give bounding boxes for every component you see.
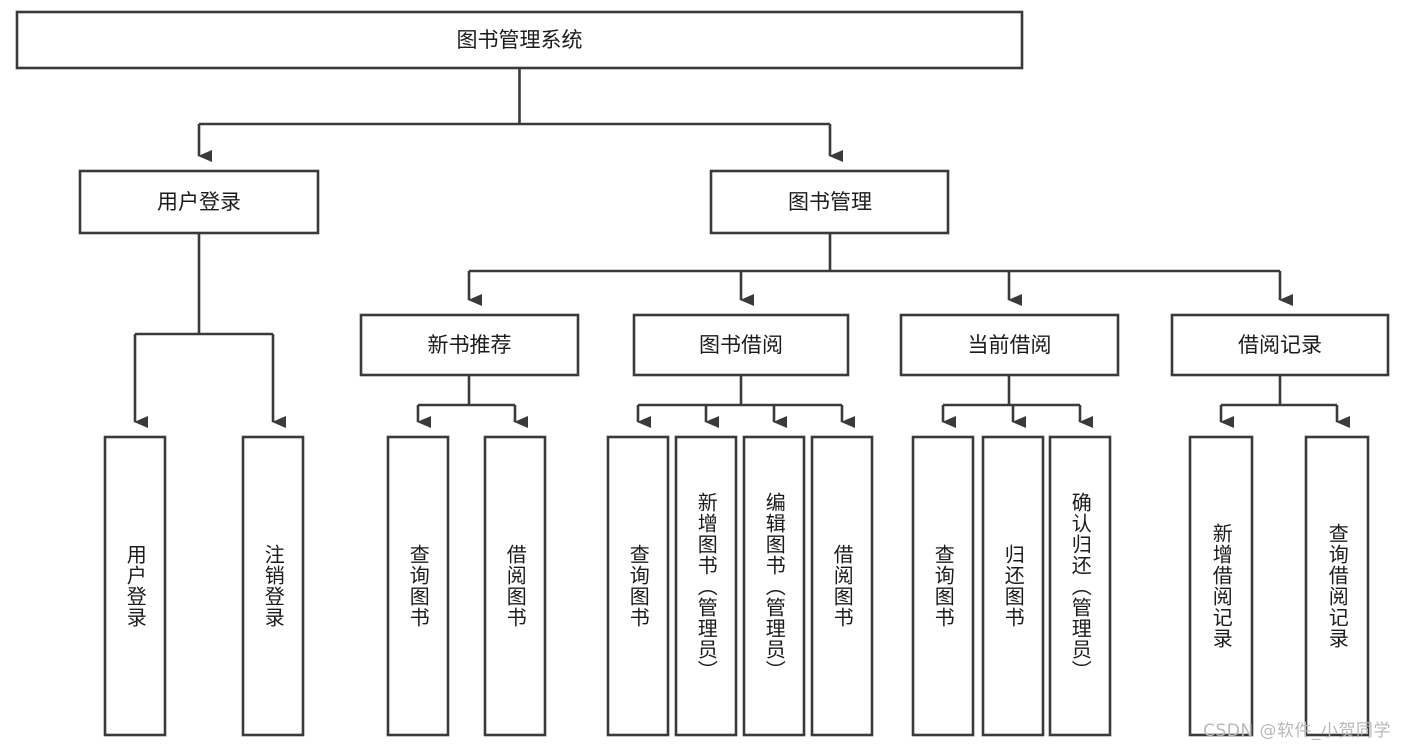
leaf-label-container: 借阅图书 (830, 544, 855, 628)
leaf-box[interactable] (386, 435, 450, 737)
leaf-label: 查询图书 (626, 544, 651, 628)
leaf-label: 确认归还（管理员） (1068, 491, 1093, 681)
leaf-box[interactable] (1188, 435, 1254, 737)
leaf-node-layer: 用户登录 注销登录 查询图书 借阅图书 查询图书 新增图书（管理员） 编辑图书（管理员） 借阅… (103, 435, 1370, 737)
leaf-node[interactable]: 新增图书（管理员） (674, 435, 738, 737)
leaf-label: 用户登录 (123, 544, 148, 628)
leaf-node[interactable]: 查询借阅记录 (1304, 435, 1370, 737)
leaf-label: 编辑图书（管理员） (762, 491, 787, 681)
leaf-label: 查询图书 (931, 544, 956, 628)
leaf-box[interactable] (241, 435, 305, 737)
leaf-label: 新增图书（管理员） (694, 491, 719, 681)
borrow-record-box[interactable] (1170, 313, 1390, 377)
leaf-box[interactable] (742, 435, 806, 737)
leaf-box[interactable] (911, 435, 975, 737)
node-user-login[interactable]: 用户登录 (78, 169, 320, 235)
leaf-node[interactable]: 查询图书 (911, 435, 975, 737)
leaf-label: 新增借阅记录 (1209, 523, 1234, 649)
leaf-label-container: 查询图书 (406, 544, 431, 628)
leaf-node[interactable]: 归还图书 (981, 435, 1045, 737)
current-borrow-box[interactable] (899, 313, 1120, 377)
leaf-label: 借阅图书 (830, 544, 855, 628)
book-manage-label: 图书管理 (788, 190, 872, 214)
leaf-node[interactable]: 注销登录 (241, 435, 305, 737)
leaf-label-container: 注销登录 (261, 544, 286, 628)
leaf-node[interactable]: 确认归还（管理员） (1048, 435, 1112, 737)
leaf-node[interactable]: 用户登录 (103, 435, 167, 737)
node-root[interactable]: 图书管理系统 (15, 10, 1024, 70)
leaf-label: 查询图书 (406, 544, 431, 628)
leaf-box[interactable] (981, 435, 1045, 737)
leaf-node[interactable]: 查询图书 (386, 435, 450, 737)
leaf-box[interactable] (1304, 435, 1370, 737)
user-login-label: 用户登录 (157, 190, 241, 214)
leaf-node[interactable]: 查询图书 (606, 435, 670, 737)
leaf-node[interactable]: 借阅图书 (483, 435, 547, 737)
book-manage-box[interactable] (709, 169, 950, 235)
node-book-borrow[interactable]: 图书借阅 (632, 313, 850, 377)
book-borrow-box[interactable] (632, 313, 850, 377)
leaf-box[interactable] (606, 435, 670, 737)
leaf-label-container: 归还图书 (1001, 544, 1026, 628)
leaf-label: 归还图书 (1001, 544, 1026, 628)
borrow-record-label: 借阅记录 (1238, 333, 1322, 357)
leaf-box[interactable] (810, 435, 874, 737)
leaf-label-container: 借阅图书 (503, 544, 528, 628)
leaf-node[interactable]: 借阅图书 (810, 435, 874, 737)
leaf-label-container: 编辑图书（管理员） (762, 491, 787, 681)
root-label: 图书管理系统 (457, 28, 583, 52)
leaf-box[interactable] (674, 435, 738, 737)
node-borrow-record[interactable]: 借阅记录 (1170, 313, 1390, 377)
user-login-box[interactable] (78, 169, 320, 235)
leaf-label-container: 查询图书 (626, 544, 651, 628)
leaf-label-container: 新增图书（管理员） (694, 491, 719, 681)
node-book-manage[interactable]: 图书管理 (709, 169, 950, 235)
root-box[interactable] (15, 10, 1024, 70)
book-borrow-label: 图书借阅 (699, 333, 783, 357)
node-current-borrow[interactable]: 当前借阅 (899, 313, 1120, 377)
leaf-box[interactable] (483, 435, 547, 737)
leaf-label-container: 用户登录 (123, 544, 148, 628)
leaf-box[interactable] (1048, 435, 1112, 737)
leaf-node[interactable]: 编辑图书（管理员） (742, 435, 806, 737)
node-new-book[interactable]: 新书推荐 (359, 313, 580, 377)
leaf-box[interactable] (103, 435, 167, 737)
leaf-label-container: 新增借阅记录 (1209, 523, 1234, 649)
leaf-label: 查询借阅记录 (1325, 523, 1350, 649)
leaf-label-container: 确认归还（管理员） (1068, 491, 1093, 681)
leaf-label: 借阅图书 (503, 544, 528, 628)
new-book-box[interactable] (359, 313, 580, 377)
leaf-label-container: 查询图书 (931, 544, 956, 628)
leaf-label: 注销登录 (261, 544, 286, 628)
leaf-node[interactable]: 新增借阅记录 (1188, 435, 1254, 737)
leaf-label-container: 查询借阅记录 (1325, 523, 1350, 649)
current-borrow-label: 当前借阅 (968, 333, 1052, 357)
new-book-label: 新书推荐 (428, 333, 512, 357)
connector-layer (133, 68, 1350, 428)
